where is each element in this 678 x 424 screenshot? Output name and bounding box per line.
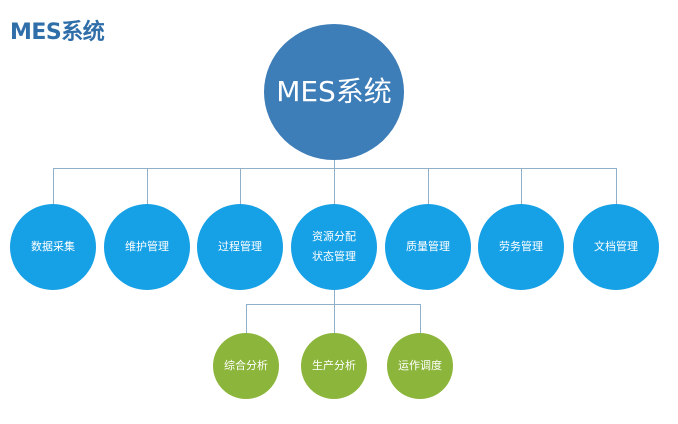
module-label: 数据采集: [31, 240, 75, 253]
module-label: 文档管理: [594, 240, 638, 253]
connector-horizontal-main: [53, 168, 617, 169]
connector: [616, 168, 617, 206]
module-label: 维护管理: [125, 240, 169, 253]
connector: [240, 168, 241, 206]
submodule-label: 综合分析: [224, 359, 268, 372]
module-node: 维护管理: [104, 204, 190, 290]
module-label: 劳务管理: [499, 240, 543, 253]
module-node: 过程管理: [197, 204, 283, 290]
connector-resource-down: [334, 290, 335, 334]
root-node: MES系统: [264, 24, 404, 160]
root-label: MES系统: [276, 75, 392, 108]
connector-horizontal-sub: [246, 304, 421, 305]
module-node: 资源分配 状态管理: [291, 204, 377, 290]
module-label-line2: 状态管理: [312, 250, 356, 263]
connector: [521, 168, 522, 206]
submodule-label: 生产分析: [312, 359, 356, 372]
module-label: 资源分配: [312, 230, 356, 243]
submodule-node: 生产分析: [301, 333, 367, 399]
submodule-label: 运作调度: [398, 359, 442, 372]
connector-root-down: [334, 158, 335, 168]
module-label: 过程管理: [218, 240, 262, 253]
module-label: 质量管理: [406, 240, 450, 253]
module-node: 质量管理: [385, 204, 471, 290]
connector: [428, 168, 429, 206]
module-node: 数据采集: [10, 204, 96, 290]
connector: [246, 304, 247, 334]
module-node: 劳务管理: [478, 204, 564, 290]
connector: [420, 304, 421, 334]
submodule-node: 综合分析: [213, 333, 279, 399]
submodule-node: 运作调度: [387, 333, 453, 399]
connector: [53, 168, 54, 206]
connector: [334, 168, 335, 206]
module-node: 文档管理: [573, 204, 659, 290]
connector: [147, 168, 148, 206]
logo: MES系统: [10, 20, 105, 45]
